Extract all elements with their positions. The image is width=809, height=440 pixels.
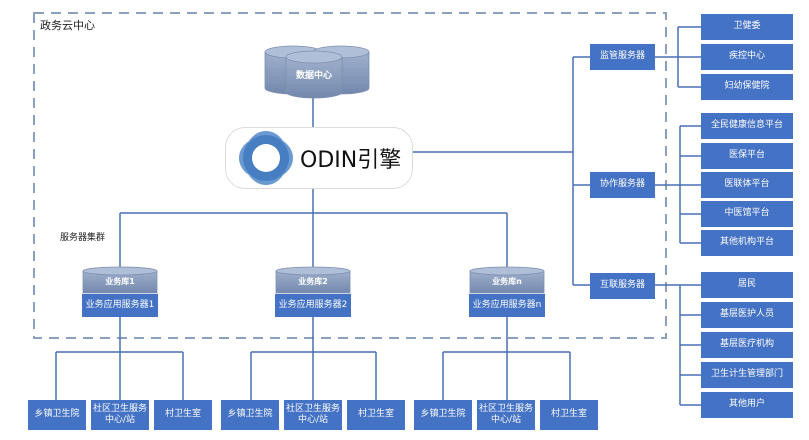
facility-box: 村卫生室 xyxy=(154,400,212,430)
target-box: 疾控中心 xyxy=(701,44,793,70)
app-server-box: 业务应用服务器n xyxy=(469,294,545,317)
database-label: 业务库n xyxy=(492,277,522,286)
facility-box: 社区卫生服务中心/站 xyxy=(284,400,342,430)
target-box: 医保平台 xyxy=(701,143,793,169)
facility-box: 乡镇卫生院 xyxy=(28,400,86,430)
target-box: 全民健康信息平台 xyxy=(701,113,793,139)
target-box: 卫健委 xyxy=(701,14,793,40)
facility-box: 社区卫生服务中心/站 xyxy=(91,400,149,430)
target-box: 妇幼保健院 xyxy=(701,74,793,100)
cloud-boundary xyxy=(33,12,667,339)
target-box: 基层医护人员 xyxy=(701,302,793,328)
facility-box: 乡镇卫生院 xyxy=(221,400,279,430)
app-server-box: 业务应用服务器1 xyxy=(82,294,158,317)
supervision-server-box: 监管服务器 xyxy=(590,44,655,70)
target-box: 基层医疗机构 xyxy=(701,332,793,358)
interconnect-server-box: 互联服务器 xyxy=(590,273,655,299)
target-box: 卫生计生管理部门 xyxy=(701,362,793,388)
engine-label: ODIN引擎 xyxy=(300,148,402,173)
database-icon xyxy=(469,266,545,294)
database-icon xyxy=(275,266,351,294)
odin-logo-icon xyxy=(239,131,293,185)
collaboration-server-box: 协作服务器 xyxy=(590,172,655,198)
target-box: 居民 xyxy=(701,272,793,298)
database-label: 业务库2 xyxy=(298,277,328,286)
facility-box: 村卫生室 xyxy=(347,400,405,430)
server-cluster-title: 服务器集群 xyxy=(60,233,106,243)
cloud-center-title: 政务云中心 xyxy=(40,19,95,32)
facility-box: 乡镇卫生院 xyxy=(414,400,472,430)
target-box: 其他用户 xyxy=(701,392,793,418)
database-label: 业务库1 xyxy=(105,277,135,286)
data-center-icon xyxy=(264,45,370,99)
facility-box: 村卫生室 xyxy=(540,400,598,430)
target-box: 中医馆平台 xyxy=(701,201,793,227)
facility-box: 社区卫生服务中心/站 xyxy=(477,400,535,430)
target-box: 其他机构平台 xyxy=(701,230,793,256)
target-box: 医联体平台 xyxy=(701,172,793,198)
database-icon xyxy=(82,266,158,294)
app-server-box: 业务应用服务器2 xyxy=(275,294,351,317)
data-center-label: 数据中心 xyxy=(295,71,332,81)
